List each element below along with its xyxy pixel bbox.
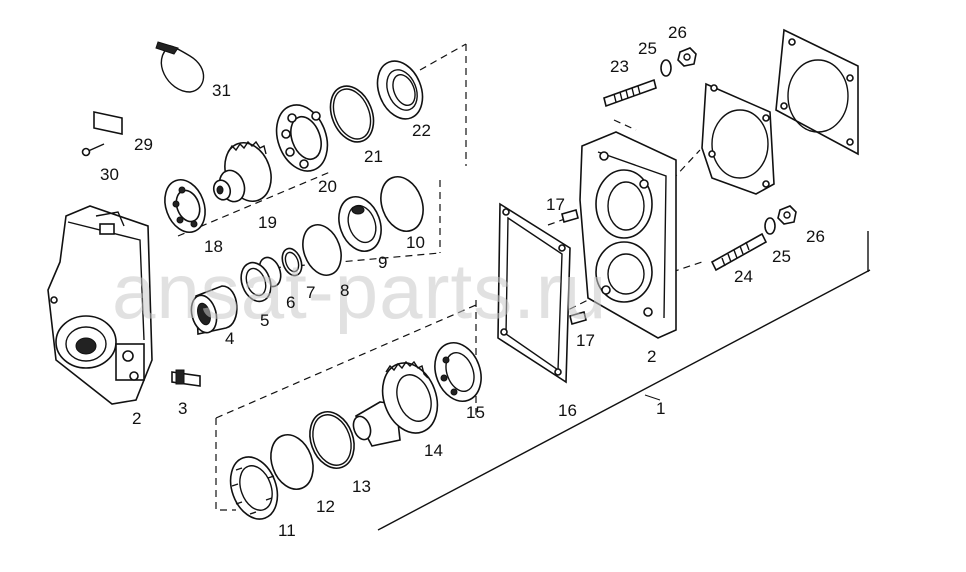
callout-18: 18 [204,237,223,256]
callout-21: 21 [364,147,383,166]
callout-22: 22 [412,121,431,140]
callout-20: 20 [318,177,337,196]
cover-plate [775,28,859,156]
bearing-part-15 [434,342,482,402]
bolt-part-30 [81,143,105,157]
assembly-bracket-line [377,231,871,531]
callout-4: 4 [225,329,234,348]
nut-part-26-top [677,47,697,67]
callout-9: 9 [378,253,387,272]
washer-part-25-lower [764,217,776,235]
ring-part-8 [302,224,342,276]
bearing-part-18 [164,179,206,233]
callout-17-top: 17 [546,195,565,214]
callout-labels: 1 2 2 3 4 5 6 7 8 9 10 11 12 13 14 15 16… [100,23,825,540]
watermark-text: ansat-parts.ru [112,247,607,335]
callout-29: 29 [134,135,153,154]
callout-25-lower: 25 [772,247,791,266]
race-part-11 [229,456,279,520]
callout-23: 23 [610,57,629,76]
gear-shaft-part-14 [352,360,439,447]
bearing-part-9 [338,196,382,252]
nut-part-26-lower [777,205,797,225]
washer-part-25-top [660,59,672,77]
callout-25-top: 25 [638,39,657,58]
callout-16: 16 [558,401,577,420]
dowel-part-17-top [561,209,579,223]
disc-part-10 [380,176,424,232]
gasket-top-right [701,82,775,195]
callout-2-left: 2 [132,409,141,428]
stud-part-24 [710,232,768,272]
gear-part-19 [212,140,272,203]
callout-3: 3 [178,399,187,418]
callout-5: 5 [260,311,269,330]
ring-part-12 [270,434,314,490]
plate-part-29 [93,111,123,135]
ring-part-21 [329,85,375,143]
bearing-part-20 [275,104,329,172]
callout-10: 10 [406,233,425,252]
callout-19: 19 [258,213,277,232]
callout-7: 7 [306,283,315,302]
callout-17-bottom: 17 [576,331,595,350]
housing-part-2-left [47,205,153,405]
housing-part-2-right [579,131,677,339]
dowel-part-17-bottom [569,311,587,325]
callout-2-right: 2 [647,347,656,366]
callout-30: 30 [100,165,119,184]
clamp-part-31 [155,41,205,93]
callout-26-lower: 26 [806,227,825,246]
callout-15: 15 [466,403,485,422]
callout-11: 11 [278,521,296,540]
ring-part-5 [240,261,272,303]
fitting-part-3 [171,369,201,387]
seal-part-22 [376,60,424,120]
bushing-part-4 [190,285,238,335]
callout-8: 8 [340,281,349,300]
callout-1: 1 [656,399,665,418]
callout-24: 24 [734,267,753,286]
callout-12: 12 [316,497,335,516]
callout-6: 6 [286,293,295,312]
callout-14: 14 [424,441,443,460]
ring-part-13 [309,411,355,469]
callout-13: 13 [352,477,371,496]
ring-part-7 [281,247,303,277]
callout-31: 31 [212,81,231,100]
callout-26-top: 26 [668,23,687,42]
stud-part-23 [603,78,657,108]
gasket-part-16 [497,202,571,384]
